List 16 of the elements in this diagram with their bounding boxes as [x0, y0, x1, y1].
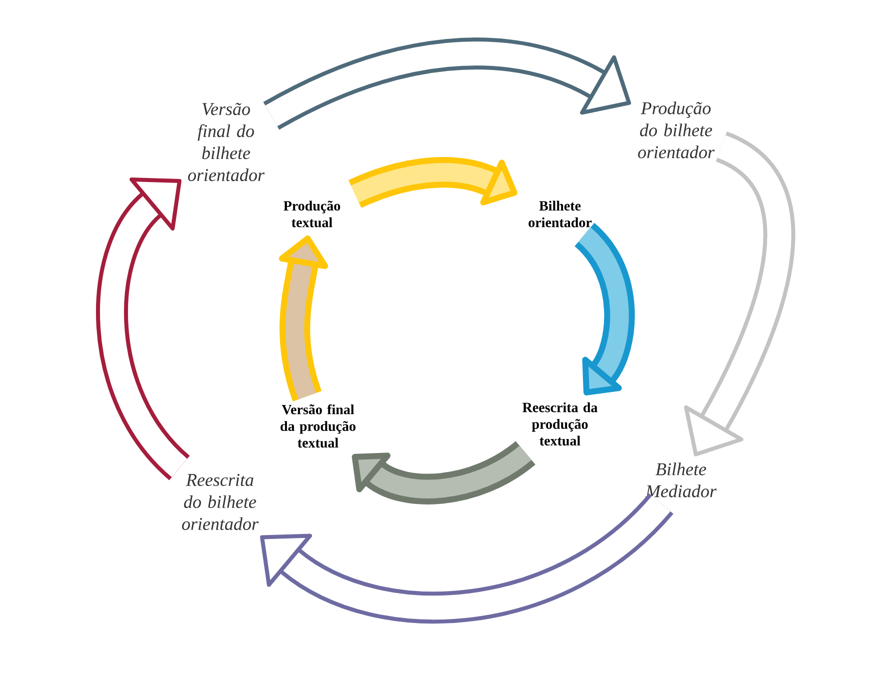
block-arrow	[278, 235, 328, 401]
stage-label: Produção textual	[284, 200, 340, 228]
block-arrow	[260, 492, 673, 624]
stage-label: Bilhete orientador	[528, 200, 592, 228]
stage-label: Versão final da produção textual	[280, 404, 356, 448]
block-arrow	[348, 157, 518, 208]
step-label: Reescrita do bilhete orientador	[182, 474, 259, 530]
block-arrow	[684, 132, 795, 456]
block-arrow	[352, 440, 535, 504]
block-arrow	[96, 178, 191, 480]
step-label: Bilhete Mediador	[645, 462, 717, 498]
block-arrow	[574, 224, 635, 396]
step-label: Versão final do bilhete orientador	[188, 102, 265, 182]
stage-label: Reescrita da produção textual	[522, 402, 598, 446]
step-label: Produção do bilhete orientador	[638, 102, 715, 158]
block-arrow	[264, 38, 632, 130]
